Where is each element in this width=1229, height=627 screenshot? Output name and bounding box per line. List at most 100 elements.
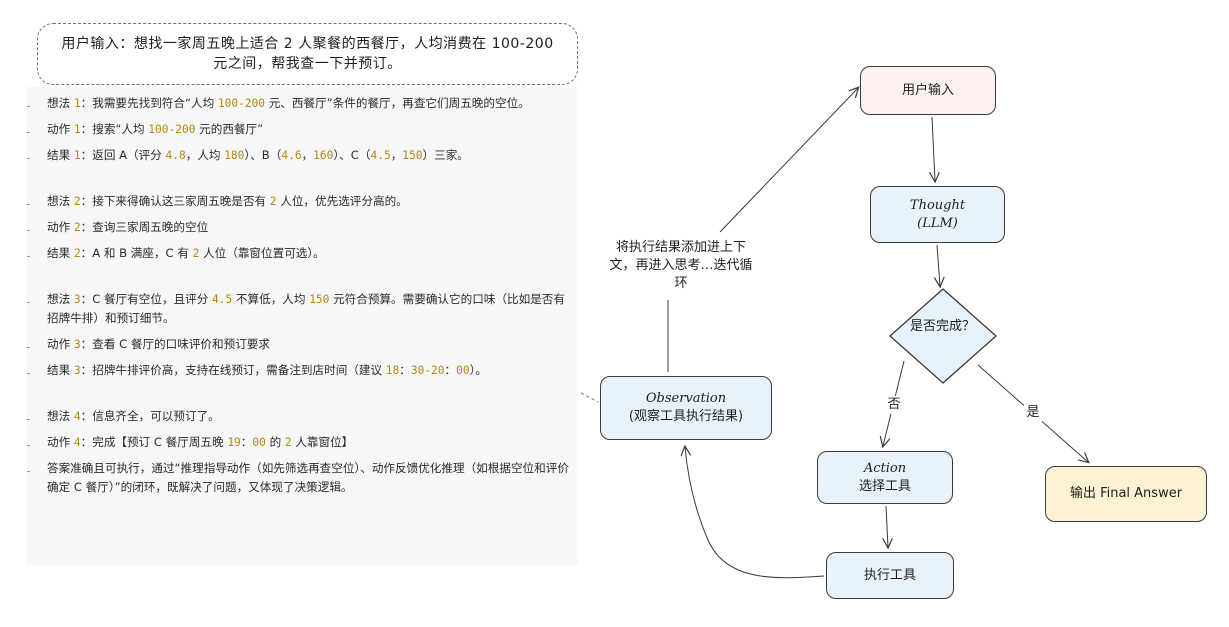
trace-text: 人位（靠窗位置可选）。 — [199, 246, 325, 260]
trace-number: 1 — [73, 123, 81, 136]
trace-line: 结果 1：返回 A（评分 4.8，人均 180）、B（4.6，160）、C（4.… — [47, 146, 570, 165]
trace-text: ：信息齐全，可以预订了。 — [80, 409, 220, 423]
trace-line: 想法 2：接下来得确认这三家周五晚是否有 2 人位，优先选评分高的。 — [47, 192, 570, 211]
trace-line: 动作 3：查看 C 餐厅的口味评价和预订要求 — [47, 335, 570, 354]
trace-line-tick — [27, 373, 30, 374]
user-query-box: 用户输入：想找一家周五晚上适合 2 人聚餐的西餐厅，人均消费在 100-200 … — [37, 23, 578, 85]
trace-line: 答案准确且可执行，通过“推理指导动作（如先筛选再查空位）、动作反馈优化推理（如根… — [47, 459, 570, 497]
edge-user-to-thought — [932, 116, 935, 181]
trace-line: 想法 4：信息齐全，可以预订了。 — [47, 407, 570, 426]
node-execute-tool: 执行工具 — [826, 552, 954, 599]
trace-number: 4.5 — [212, 293, 233, 306]
trace-number: 18 — [385, 364, 400, 377]
node-user-input-label: 用户输入 — [901, 82, 954, 98]
edge-label-no: 否 — [885, 396, 903, 414]
trace-text: 答案准确且可执行，通过“推理指导动作（如先筛选再查空位）、动作反馈优化推理（如根… — [47, 461, 569, 494]
trace-line-tick — [27, 204, 30, 205]
trace-number: 3 — [73, 364, 81, 377]
trace-text: ）、B（ — [244, 148, 282, 162]
trace-number: 1 — [73, 97, 81, 110]
node-thought: Thought (LLM) — [870, 186, 1005, 243]
trace-text: 动作 — [47, 435, 74, 449]
trace-text: ：查询三家周五晚的空位 — [80, 220, 209, 234]
decision-diamond — [889, 288, 997, 384]
trace-line-tick — [27, 445, 30, 446]
trace-text: ：我需要先找到符合“人均 — [80, 96, 218, 110]
trace-number: 30-20 — [410, 364, 445, 377]
trace-line-tick — [27, 132, 30, 133]
trace-number: 00 — [252, 436, 266, 449]
react-trace-panel: 想法 1：我需要先找到符合“人均 100-200 元、西餐厅”条件的餐厅，再查它… — [27, 87, 578, 565]
trace-number: 2 — [284, 436, 292, 449]
trace-text: ：C 餐厅有空位，且评分 — [80, 292, 213, 306]
trace-number: 00 — [456, 364, 470, 377]
trace-text: 人靠窗位】 — [291, 435, 354, 449]
node-observation-subtitle: (观察工具执行结果) — [628, 409, 744, 424]
node-observation: Observation (观察工具执行结果) — [600, 376, 772, 440]
trace-line: 动作 1：搜索“人均 100-200 元的西餐厅” — [47, 120, 570, 139]
user-query-text: 用户输入：想找一家周五晚上适合 2 人聚餐的西餐厅，人均消费在 100-200 … — [61, 36, 554, 72]
trace-text: ：查看 C 餐厅的口味评价和预订要求 — [80, 337, 270, 351]
trace-number: 3 — [73, 293, 81, 306]
trace-text: 想法 — [47, 194, 74, 208]
trace-text: ：A 和 B 满座，C 有 — [80, 246, 193, 260]
trace-to-observation-link — [580, 392, 599, 403]
trace-text: 不算低，人均 — [232, 292, 310, 306]
edge-action-to-execute — [886, 505, 888, 547]
trace-text: 动作 — [47, 122, 74, 136]
trace-text: ， — [301, 148, 314, 162]
trace-text: ， — [390, 148, 403, 162]
trace-text: ）三家。 — [422, 148, 469, 162]
trace-text: ：招牌牛排评价高，支持在线预订，需备注到店时间（建议 — [80, 363, 386, 377]
trace-text: ： — [399, 363, 411, 377]
node-action: Action 选择工具 — [817, 451, 953, 504]
trace-text: ）。 — [469, 363, 488, 377]
trace-text: 元、西餐厅”条件的餐厅，再查它们周五晚的空位。 — [265, 96, 530, 110]
trace-line-tick — [27, 106, 30, 107]
trace-number: 3 — [73, 338, 81, 351]
trace-text: 的 — [265, 435, 285, 449]
trace-number: 2 — [192, 247, 200, 260]
trace-number: 100-200 — [148, 123, 196, 136]
trace-text: ）、C（ — [333, 148, 371, 162]
trace-line-tick — [27, 256, 30, 257]
trace-text: 动作 — [47, 220, 74, 234]
trace-text: ：完成【预订 C 餐厅周五晚 — [80, 435, 228, 449]
trace-number: 4 — [73, 410, 81, 423]
node-final-answer: 输出 Final Answer — [1045, 466, 1207, 522]
trace-line-tick — [27, 419, 30, 420]
node-action-title: Action — [863, 460, 907, 476]
trace-line: 动作 2：查询三家周五晚的空位 — [47, 218, 570, 237]
trace-text: ： — [240, 435, 253, 449]
edge-execute-to-observation — [685, 447, 825, 579]
trace-line: 想法 3：C 餐厅有空位，且评分 4.5 不算低，人均 150 元符合预算。需要… — [47, 290, 570, 328]
edge-thought-to-decision — [937, 244, 940, 286]
decision-label: 是否完成？ — [909, 319, 975, 334]
edge-label-yes: 是 — [1024, 404, 1042, 422]
trace-line: 结果 2：A 和 B 满座，C 有 2 人位（靠窗位置可选）。 — [47, 244, 570, 263]
node-thought-title: Thought — [909, 197, 966, 213]
trace-line-tick — [27, 347, 30, 348]
trace-line-tick — [27, 471, 30, 472]
node-execute-tool-label: 执行工具 — [863, 567, 916, 583]
trace-number: 2 — [269, 195, 277, 208]
trace-text: 结果 — [47, 148, 74, 162]
trace-number: 4 — [73, 436, 81, 449]
trace-text: ：接下来得确认这三家周五晚是否有 — [80, 194, 270, 208]
trace-number: 150 — [402, 149, 423, 162]
node-final-answer-label: 输出 Final Answer — [1069, 486, 1183, 501]
trace-text: 想法 — [47, 409, 74, 423]
trace-text: ：返回 A（评分 — [80, 148, 166, 162]
trace-line-tick — [27, 302, 30, 303]
trace-number: 2 — [73, 247, 81, 260]
node-action-subtitle: 选择工具 — [858, 478, 911, 494]
trace-number: 160 — [313, 149, 334, 162]
trace-number: 150 — [309, 293, 330, 306]
node-thought-subtitle: (LLM) — [917, 215, 958, 231]
trace-text: 人位，优先选评分高的。 — [276, 194, 408, 208]
trace-text: ，人均 — [185, 148, 225, 162]
node-user-input: 用户输入 — [860, 66, 996, 115]
trace-number: 1 — [73, 149, 81, 162]
trace-line: 结果 3：招牌牛排评价高，支持在线预订，需备注到店时间（建议 18：30-20：… — [47, 361, 570, 380]
trace-number: 4.8 — [165, 149, 186, 162]
